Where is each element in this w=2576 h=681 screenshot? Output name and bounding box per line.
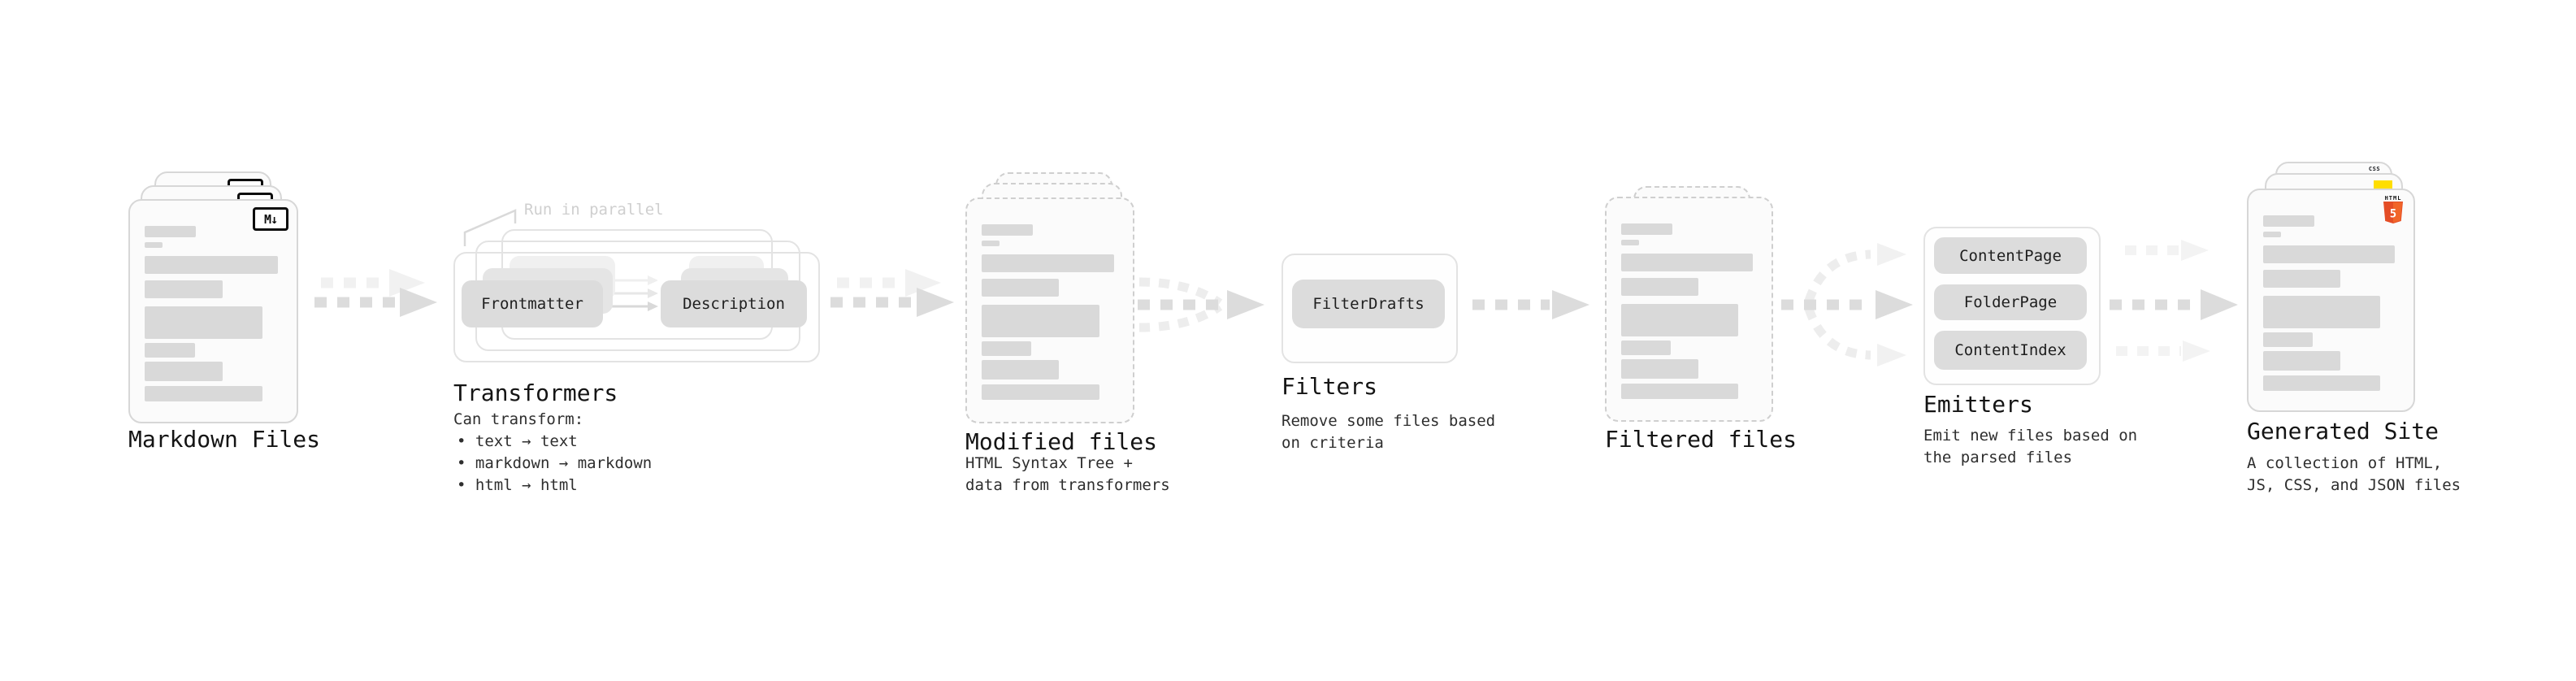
transform-bullet: • markdown → markdown (457, 454, 653, 472)
transformer-parallel-arrows (609, 275, 658, 311)
text-line-placeholder (145, 306, 263, 339)
markdown-icon: M↓ (253, 207, 288, 231)
text-line-placeholder (145, 362, 223, 381)
text-line-placeholder (145, 242, 163, 248)
arrow-emitters-to-generated (2110, 240, 2238, 362)
stage-label: Filters (1281, 373, 1378, 400)
stage-description-title: Can transform: (453, 410, 584, 428)
transformer-box-frontmatter: Frontmatter (462, 280, 603, 327)
run-in-parallel-annotation: Run in parallel (524, 201, 664, 219)
text-line-placeholder (145, 343, 195, 358)
text-line-placeholder (982, 279, 1060, 297)
stage-label: Markdown Files (128, 426, 321, 453)
text-line-placeholder (145, 386, 263, 401)
text-line-placeholder (2263, 215, 2314, 227)
emitter-box-contentindex: ContentIndex (1934, 331, 2087, 370)
arrow-filtered-to-emitters (1781, 243, 1913, 367)
text-line-placeholder (2263, 270, 2340, 288)
emitter-box-contentpage: ContentPage (1934, 237, 2087, 274)
stage-description: Emit new files based on (1923, 427, 2138, 445)
stage-label: Generated Site (2247, 418, 2439, 445)
text-line-placeholder (2263, 332, 2313, 347)
transformer-frame-front (453, 252, 820, 362)
text-line-placeholder (2263, 296, 2380, 328)
stage-description: on criteria (1281, 434, 1384, 452)
stage-description: A collection of HTML, (2247, 454, 2443, 472)
arrow-filters-to-filtered (1472, 290, 1589, 319)
doc-content-lines (982, 199, 1120, 400)
emitter-box-folderpage: FolderPage (1934, 284, 2087, 320)
text-line-placeholder (1621, 340, 1671, 355)
text-line-placeholder (1621, 223, 1672, 235)
text-line-placeholder (2263, 245, 2396, 263)
text-line-placeholder (982, 341, 1032, 356)
stage-description: the parsed files (1923, 449, 2073, 466)
document-card (1605, 197, 1773, 422)
text-line-placeholder (982, 241, 1000, 246)
text-line-placeholder (1621, 359, 1698, 379)
document-card: HTML 5 (2247, 189, 2415, 412)
text-line-placeholder (145, 256, 279, 274)
text-line-placeholder (2263, 375, 2380, 391)
stage-label: Transformers (453, 380, 618, 406)
transform-bullet: • text → text (457, 432, 578, 450)
doc-content-lines (1621, 198, 1759, 399)
text-line-placeholder (982, 384, 1099, 400)
text-line-placeholder (1621, 384, 1738, 399)
text-line-placeholder (2263, 232, 2281, 237)
text-line-placeholder (1621, 304, 1738, 336)
text-line-placeholder (145, 226, 197, 237)
text-line-placeholder (1621, 240, 1639, 245)
filter-box-filterdrafts: FilterDrafts (1292, 280, 1445, 328)
document-card (965, 197, 1134, 423)
document-card: M↓ (128, 199, 298, 423)
transformer-box-description: Description (661, 280, 807, 327)
transform-bullet: • html → html (457, 476, 578, 494)
text-line-placeholder (982, 360, 1060, 380)
doc-content-lines (145, 201, 284, 401)
stage-description: Remove some files based (1281, 412, 1496, 430)
arrow-modified-to-filters (1138, 277, 1264, 332)
stage-description: JS, CSS, and JSON files (2247, 476, 2461, 494)
stage-label: Filtered files (1605, 426, 1798, 453)
stage-description: HTML Syntax Tree + (965, 454, 1133, 472)
text-line-placeholder (1621, 254, 1754, 271)
svg-text:5: 5 (2390, 208, 2396, 221)
arrow-markdown-to-transformers (314, 269, 437, 317)
annotation-connector-line (463, 209, 517, 246)
stage-label: Modified files (965, 428, 1158, 455)
doc-content-lines (2263, 190, 2400, 391)
stage-description: data from transformers (965, 476, 1170, 494)
html5-icon: HTML 5 (2383, 195, 2404, 228)
js-icon (2374, 180, 2392, 189)
text-line-placeholder (1621, 278, 1698, 296)
text-line-placeholder (2263, 351, 2340, 371)
text-line-placeholder (982, 254, 1115, 272)
text-line-placeholder (982, 305, 1099, 337)
stage-label: Emitters (1923, 391, 2033, 418)
arrow-transformers-to-modified (830, 269, 954, 317)
text-line-placeholder (982, 224, 1033, 236)
text-line-placeholder (145, 280, 223, 298)
